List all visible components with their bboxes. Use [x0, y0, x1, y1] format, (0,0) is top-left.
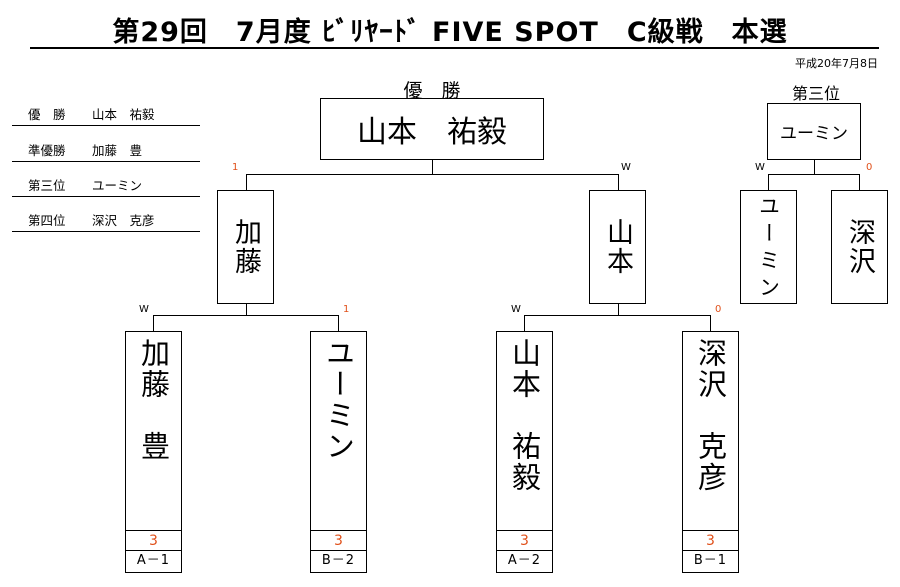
player-seed: B－1: [683, 550, 738, 571]
player-score: 3: [311, 530, 366, 551]
champion-name: 山本 祐毅: [357, 115, 507, 150]
player-seed: A－2: [497, 550, 552, 571]
results-rank: 第三位: [28, 178, 66, 193]
player-score: 3: [683, 530, 738, 551]
page-title: 第29回 7月度 ﾋﾞﾘﾔｰﾄﾞ FIVE SPOT C級戦 本選: [112, 17, 788, 48]
player-card: 加藤 豊 3 A－1: [125, 331, 182, 573]
match-mark: W: [755, 162, 765, 173]
player-name: ユーミン: [321, 338, 356, 462]
results-player: 山本 祐毅: [92, 107, 155, 122]
bracket-line: [859, 174, 860, 190]
results-row: 準優勝 加藤 豊: [12, 143, 200, 162]
bracket-line: [153, 315, 339, 316]
match-mark: W: [511, 304, 521, 315]
bracket-line: [618, 174, 619, 190]
results-player: 深沢 克彦: [92, 213, 155, 228]
third-place-player-name: ユーミン: [756, 195, 781, 303]
third-place-caption: 第三位: [791, 84, 840, 103]
champion-box: 山本 祐毅: [320, 98, 544, 160]
player-seed: A－1: [126, 550, 181, 571]
match-mark: 1: [343, 304, 350, 315]
results-rank: 優 勝: [28, 107, 66, 122]
player-card: 深沢 克彦 3 B－1: [682, 331, 739, 573]
match-mark: W: [621, 162, 631, 173]
bracket-line: [618, 304, 619, 316]
event-date: 平成20年7月8日: [795, 57, 878, 70]
bracket-line: [246, 174, 247, 190]
third-place-player-name: 深沢: [844, 218, 875, 276]
bracket-line: [246, 174, 619, 175]
results-row: 優 勝 山本 祐毅: [12, 107, 200, 126]
player-name: 加藤 豊: [136, 338, 171, 462]
bracket-line: [814, 160, 815, 175]
player-name: 深沢 克彦: [693, 338, 728, 493]
semifinal-name: 山本: [602, 218, 633, 276]
results-player: ユーミン: [92, 178, 143, 193]
player-name: 山本 祐毅: [507, 338, 542, 493]
match-mark: W: [139, 304, 149, 315]
player-card: 山本 祐毅 3 A－2: [496, 331, 553, 573]
title-rule: [30, 47, 879, 49]
results-row: 第四位 深沢 克彦: [12, 213, 200, 232]
semifinal-box: 山本: [589, 190, 646, 304]
results-row: 第三位 ユーミン: [12, 178, 200, 197]
bracket-line: [710, 315, 711, 331]
bracket-line: [524, 315, 525, 331]
semifinal-name: 加藤: [230, 218, 261, 276]
third-place-winner-box: ユーミン: [767, 103, 861, 160]
third-place-winner-name: ユーミン: [780, 124, 848, 144]
semifinal-box: 加藤: [217, 190, 274, 304]
bracket-line: [432, 160, 433, 175]
final-caption: 優 勝: [403, 80, 461, 102]
match-mark: 0: [715, 304, 722, 315]
bracket-line: [153, 315, 154, 331]
player-card: ユーミン 3 B－2: [310, 331, 367, 573]
player-score: 3: [126, 530, 181, 551]
player-seed: B－2: [311, 550, 366, 571]
results-rank: 第四位: [28, 213, 66, 228]
results-rank: 準優勝: [28, 143, 66, 158]
third-place-player-box: 深沢: [831, 190, 888, 304]
bracket-line: [768, 174, 769, 190]
player-score: 3: [497, 530, 552, 551]
match-mark: 0: [866, 162, 873, 173]
third-place-player-box: ユーミン: [740, 190, 797, 304]
bracket-line: [768, 174, 860, 175]
results-player: 加藤 豊: [92, 143, 143, 158]
bracket-line: [246, 304, 247, 316]
bracket-line: [338, 315, 339, 331]
match-mark: 1: [232, 162, 239, 173]
bracket-line: [524, 315, 711, 316]
